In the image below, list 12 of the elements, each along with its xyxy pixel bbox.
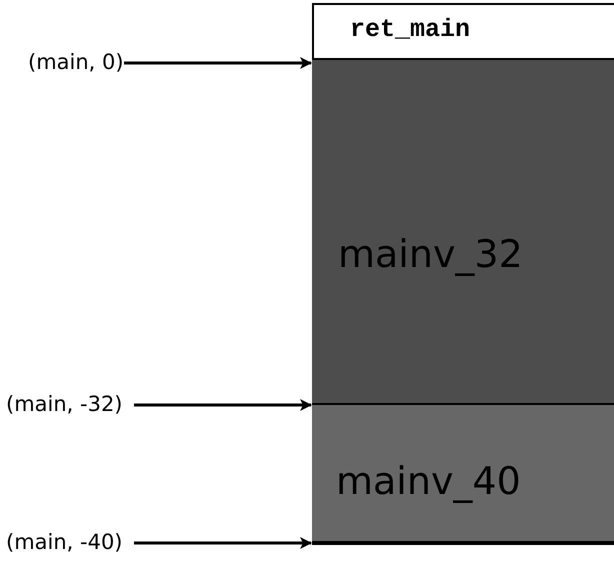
arrow <box>134 537 312 549</box>
stack-slot <box>312 58 614 403</box>
stack-slot <box>312 403 614 545</box>
slot-label: mainv_40 <box>336 459 521 503</box>
offset-label: (main, -32) <box>6 392 123 416</box>
slot-label: mainv_32 <box>338 232 523 276</box>
offset-label: (main, -40) <box>6 530 123 554</box>
stack-slot <box>312 3 614 58</box>
offset-label: (main, 0) <box>28 50 124 74</box>
arrow <box>134 399 312 411</box>
slot-label: ret_main <box>350 15 470 44</box>
arrow <box>124 57 312 69</box>
